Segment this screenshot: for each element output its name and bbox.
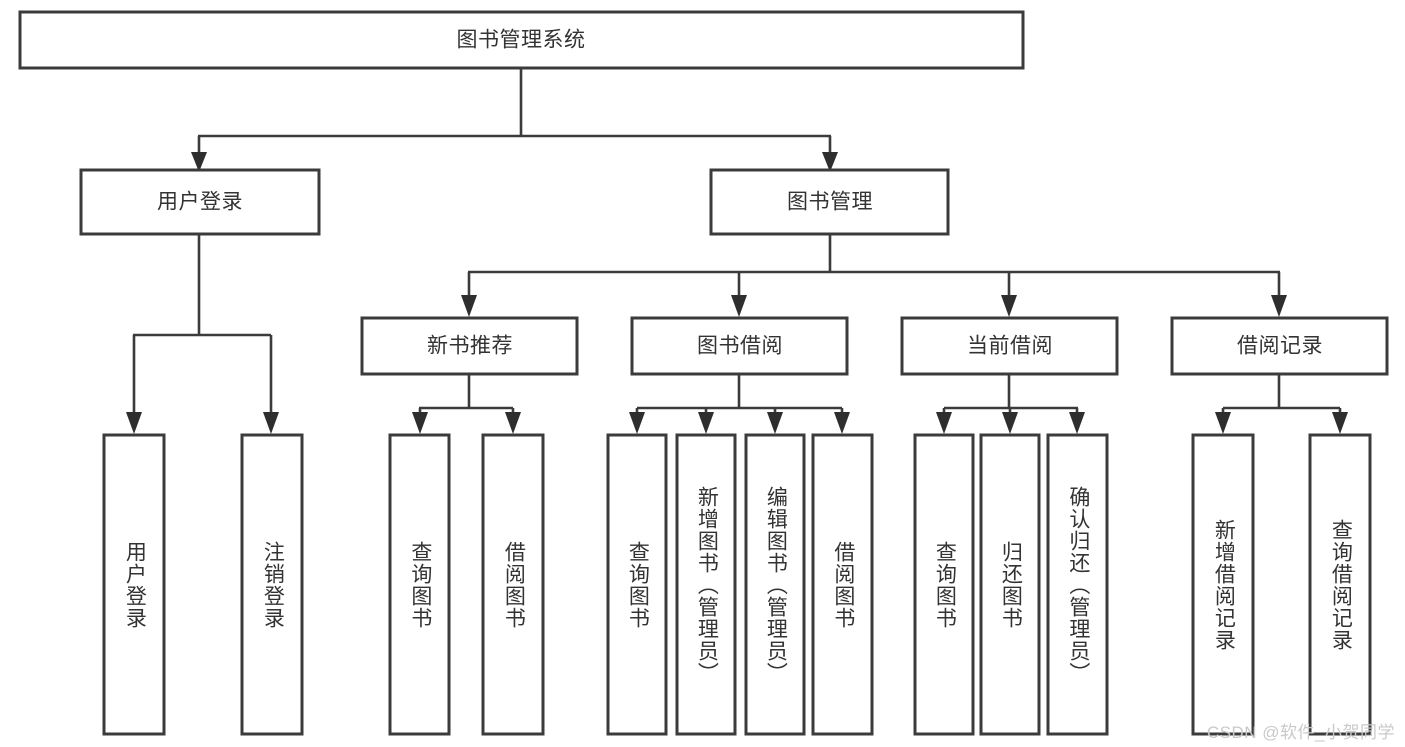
leaf-logout-text-area: 注销登录: [261, 540, 285, 629]
node-leaf-return-book[interactable]: 归还图书: [979, 433, 1041, 736]
arrowhead-bookmgmt-c1: [461, 295, 477, 317]
arrowhead-current-l1: [936, 412, 952, 434]
connector-layer: [126, 68, 1348, 434]
leaf-add-book-admin-text-area: 新增图书（管理员）: [695, 485, 719, 684]
leaf-return-book-text-area: 归还图书: [999, 540, 1023, 629]
leaf-user-login-box[interactable]: [102, 433, 166, 736]
node-leaf-add-borrow-record[interactable]: 新增借阅记录: [1191, 433, 1255, 736]
node-book-borrow[interactable]: 图书借阅: [630, 316, 849, 376]
book-management-box[interactable]: [709, 168, 950, 236]
leaf-query-book-borrow-text-area: 查询图书: [626, 540, 650, 629]
leaf-borrow-book-label: 借阅图书: [831, 540, 855, 629]
arrowhead-login-leaf1: [126, 412, 142, 434]
borrow-record-box[interactable]: [1170, 316, 1389, 376]
leaf-borrow-book-recommend-label: 借阅图书: [502, 540, 526, 629]
arrowhead-borrow-l3: [767, 412, 783, 434]
leaf-query-borrow-record-text-area: 查询借阅记录: [1329, 518, 1353, 651]
leaf-query-borrow-record-label: 查询借阅记录: [1329, 518, 1353, 651]
book-borrow-label: 图书借阅: [697, 335, 783, 358]
arrowhead-bookmgmt-c2: [731, 295, 747, 317]
leaf-query-book-borrow-label: 查询图书: [626, 540, 650, 629]
arrowhead-current-l2: [1002, 412, 1018, 434]
leaf-add-borrow-record-text-area: 新增借阅记录: [1212, 518, 1236, 651]
leaf-borrow-book-box[interactable]: [811, 433, 874, 736]
node-leaf-edit-book-admin[interactable]: 编辑图书（管理员）: [744, 433, 806, 736]
book-management-label: 图书管理: [787, 191, 873, 214]
leaf-query-book-current-box[interactable]: [913, 433, 975, 736]
leaf-add-book-admin-label: 新增图书（管理员）: [695, 485, 719, 684]
leaf-query-book-current-text-area: 查询图书: [933, 540, 957, 629]
arrowhead-bookmgmt-c3: [1001, 295, 1017, 317]
node-leaf-query-book-current[interactable]: 查询图书: [913, 433, 975, 736]
arrowhead-borrow-l4: [834, 412, 850, 434]
borrow-record-label: 借阅记录: [1237, 335, 1323, 358]
leaf-edit-book-admin-box[interactable]: [744, 433, 806, 736]
root-label: 图书管理系统: [457, 29, 586, 52]
node-leaf-logout[interactable]: 注销登录: [240, 433, 304, 736]
leaf-confirm-return-admin-text-area: 确认归还（管理员）: [1066, 485, 1090, 684]
leaf-user-login-text-area: 用户登录: [123, 540, 147, 629]
arrowhead-root-to-bookmgmt: [822, 152, 838, 172]
node-current-borrow[interactable]: 当前借阅: [900, 316, 1119, 376]
leaf-add-borrow-record-label: 新增借阅记录: [1212, 518, 1236, 651]
arrowhead-newbook-l1: [412, 412, 428, 434]
leaf-confirm-return-admin-label: 确认归还（管理员）: [1066, 485, 1090, 684]
node-root-system[interactable]: 图书管理系统: [18, 10, 1025, 70]
leaf-query-book-borrow-box[interactable]: [606, 433, 668, 736]
arrowhead-login-leaf2: [263, 412, 279, 434]
node-book-management[interactable]: 图书管理: [709, 168, 950, 236]
leaf-return-book-box[interactable]: [979, 433, 1041, 736]
node-leaf-add-book-admin[interactable]: 新增图书（管理员）: [675, 433, 737, 736]
user-login-box[interactable]: [79, 168, 321, 236]
leaf-borrow-book-text-area: 借阅图书: [831, 540, 855, 629]
leaf-logout-label: 注销登录: [261, 540, 285, 629]
node-leaf-confirm-return-admin[interactable]: 确认归还（管理员）: [1046, 433, 1109, 736]
node-leaf-query-borrow-record[interactable]: 查询借阅记录: [1308, 433, 1372, 736]
arrowhead-record-l1: [1215, 412, 1231, 434]
leaf-edit-book-admin-label: 编辑图书（管理员）: [764, 485, 788, 684]
node-borrow-record[interactable]: 借阅记录: [1170, 316, 1389, 376]
arrowhead-record-l2: [1332, 412, 1348, 434]
new-book-recommend-label: 新书推荐: [427, 335, 513, 358]
node-leaf-borrow-book-recommend[interactable]: 借阅图书: [481, 433, 545, 736]
arrowhead-borrow-l1: [629, 412, 645, 434]
book-borrow-box[interactable]: [630, 316, 849, 376]
new-book-recommend-box[interactable]: [360, 316, 579, 376]
node-leaf-borrow-book[interactable]: 借阅图书: [811, 433, 874, 736]
leaf-borrow-book-recommend-text-area: 借阅图书: [502, 540, 526, 629]
arrowhead-borrow-l2: [698, 412, 714, 434]
leaf-return-book-label: 归还图书: [999, 540, 1023, 629]
node-leaf-query-book-recommend[interactable]: 查询图书: [388, 433, 451, 736]
node-leaf-user-login[interactable]: 用户登录: [102, 433, 166, 736]
arrowhead-root-to-login: [191, 152, 207, 172]
current-borrow-label: 当前借阅: [967, 335, 1053, 358]
node-new-book-recommend[interactable]: 新书推荐: [360, 316, 579, 376]
leaf-query-book-recommend-box[interactable]: [388, 433, 451, 736]
current-borrow-box[interactable]: [900, 316, 1119, 376]
node-user-login[interactable]: 用户登录: [79, 168, 321, 236]
leaf-query-book-current-label: 查询图书: [933, 540, 957, 629]
arrowhead-current-l3: [1069, 412, 1085, 434]
leaf-borrow-book-recommend-box[interactable]: [481, 433, 545, 736]
leaf-confirm-return-admin-box[interactable]: [1046, 433, 1109, 736]
root-box[interactable]: [18, 10, 1025, 70]
leaf-add-book-admin-box[interactable]: [675, 433, 737, 736]
leaf-user-login-label: 用户登录: [123, 540, 147, 629]
user-login-label: 用户登录: [157, 191, 243, 214]
leaf-query-book-recommend-text-area: 查询图书: [408, 540, 432, 629]
arrowhead-newbook-l2: [505, 412, 521, 434]
node-leaf-query-book-borrow[interactable]: 查询图书: [606, 433, 668, 736]
leaf-add-borrow-record-box[interactable]: [1191, 433, 1255, 736]
leaf-query-borrow-record-box[interactable]: [1308, 433, 1372, 736]
leaf-logout-box[interactable]: [240, 433, 304, 736]
leaf-edit-book-admin-text-area: 编辑图书（管理员）: [764, 485, 788, 684]
arrowhead-bookmgmt-c4: [1271, 295, 1287, 317]
leaf-query-book-recommend-label: 查询图书: [408, 540, 432, 629]
